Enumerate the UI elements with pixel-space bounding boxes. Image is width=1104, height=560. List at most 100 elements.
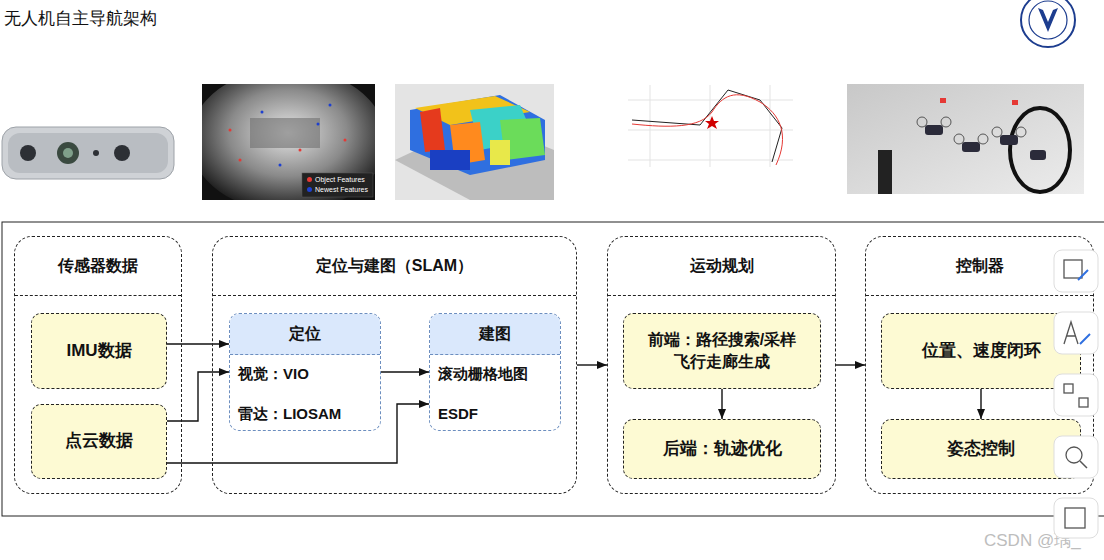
toolbar-button: [1064, 322, 1078, 344]
fisheye-image: [317, 123, 320, 126]
3d-map: [395, 84, 554, 200]
drone-photo: [1016, 127, 1026, 137]
trajectory-plot: [628, 160, 793, 161]
zju-logo: [1021, 0, 1075, 47]
legend-row: Newest Features: [304, 184, 372, 194]
process-box: 后端：轨迹优化: [623, 419, 821, 479]
drone-photo: [917, 117, 927, 127]
module-heading: 定位: [230, 314, 380, 355]
drone-photo: [925, 125, 1046, 160]
legend-swatch: [307, 177, 312, 182]
module-item: 滚动栅格地图: [438, 363, 528, 385]
flow-arrow: [836, 364, 865, 365]
drone-photo: [1030, 150, 1046, 160]
drone-photo: [878, 150, 892, 194]
drone-photo: [847, 84, 1084, 194]
process-box: IMU数据: [31, 313, 167, 389]
toolbar-button: [1064, 384, 1073, 393]
drone-photo: [962, 142, 980, 152]
flow-arrow: [167, 404, 429, 463]
3d-map: [490, 140, 510, 165]
process-box: 位置、速度闭环: [881, 313, 1081, 389]
flow-arrow: [980, 389, 981, 419]
drone-photo: [1000, 135, 1018, 145]
trajectory-plot: [628, 130, 793, 131]
drone-photo: [992, 127, 1002, 137]
toolbar-button: [1066, 447, 1082, 463]
drone-photo: [940, 98, 946, 103]
3d-map: [430, 150, 470, 170]
flow-arrow: [577, 364, 607, 365]
toolbar-button: [1054, 498, 1098, 538]
depth-camera: [114, 145, 130, 161]
zju-logo: [1038, 8, 1058, 32]
box-label: 姿态控制: [947, 438, 1015, 461]
box-label: 前端：路径搜索/采样 飞行走廊生成: [632, 329, 812, 372]
depth-camera: [20, 145, 36, 161]
fisheye-image: [344, 139, 347, 142]
stage-group: 传感器数据IMU数据点云数据: [14, 236, 182, 494]
trajectory-plot: [628, 85, 793, 167]
process-box: 点云数据: [31, 404, 167, 479]
module-box: 建图滚动栅格地图ESDF: [429, 313, 561, 431]
trajectory-plot: [628, 85, 793, 167]
divider-line: [15, 295, 181, 296]
depth-camera: [8, 133, 168, 173]
flow-arrow: [167, 343, 229, 344]
legend-text: Object Features: [315, 176, 365, 183]
box-label: 点云数据: [65, 430, 133, 453]
depth-camera: [93, 150, 99, 156]
toolbar-button: [1079, 398, 1088, 407]
fisheye-image: [229, 129, 232, 132]
flow-arrow: [721, 389, 722, 419]
toolbar-button: [1065, 508, 1085, 528]
trajectory-plot: [632, 95, 783, 165]
legend-text: Newest Features: [315, 186, 368, 193]
process-box: 前端：路径搜索/采样 飞行走廊生成: [623, 313, 821, 389]
depth-camera: [2, 127, 174, 179]
group-heading: 运动规划: [608, 237, 835, 295]
3d-map: [395, 84, 554, 200]
depth-camera: [2, 127, 174, 179]
divider-line: [213, 295, 576, 296]
fisheye-image: [302, 173, 373, 197]
box-label: 后端：轨迹优化: [663, 438, 782, 461]
depth-camera: [57, 142, 79, 164]
drone-photo: [847, 84, 1084, 194]
toolbar-button: [1054, 250, 1098, 292]
toolbar-button: [1054, 374, 1098, 416]
drone-photo: [941, 117, 951, 127]
fisheye-image: [261, 111, 264, 114]
toolbar-button: [1054, 250, 1098, 292]
trajectory-plot: [770, 85, 771, 167]
stage-group: 定位与建图（SLAM）定位视觉：VIO雷达：LIOSAM建图滚动栅格地图ESDF: [212, 236, 577, 494]
toolbar-button: [1080, 334, 1090, 344]
toolbar-button: [1054, 436, 1098, 478]
flow-arrow: [381, 371, 429, 372]
toolbar-button: [1054, 312, 1098, 354]
module-item: ESDF: [438, 403, 478, 425]
module-item: 视觉：VIO: [238, 363, 309, 385]
drone-photo: [925, 125, 943, 135]
legend-swatch: [307, 187, 312, 192]
image-legend: Object FeaturesNewest Features: [304, 174, 372, 194]
module-box: 定位视觉：VIO 雷达：LIOSAM: [229, 313, 381, 431]
zju-logo: [1021, 0, 1075, 47]
outer-frame: [2, 222, 1104, 516]
drone-photo: [917, 117, 1026, 144]
drone-photo: [1012, 100, 1018, 105]
fisheye-image: [239, 159, 242, 162]
toolbar-button: [1078, 270, 1088, 280]
3d-map: [420, 108, 445, 152]
toolbar-button: [1054, 498, 1098, 538]
3d-map: [410, 95, 545, 175]
stage-group: 运动规划前端：路径搜索/采样 飞行走廊生成后端：轨迹优化: [607, 236, 836, 494]
trajectory-plot: [705, 116, 719, 129]
fisheye-image: [250, 118, 320, 148]
page-title: 无人机自主导航架构: [4, 7, 157, 30]
fisheye-image: [279, 164, 282, 167]
box-label: IMU数据: [66, 340, 131, 363]
module-item: 雷达：LIOSAM: [238, 403, 341, 425]
